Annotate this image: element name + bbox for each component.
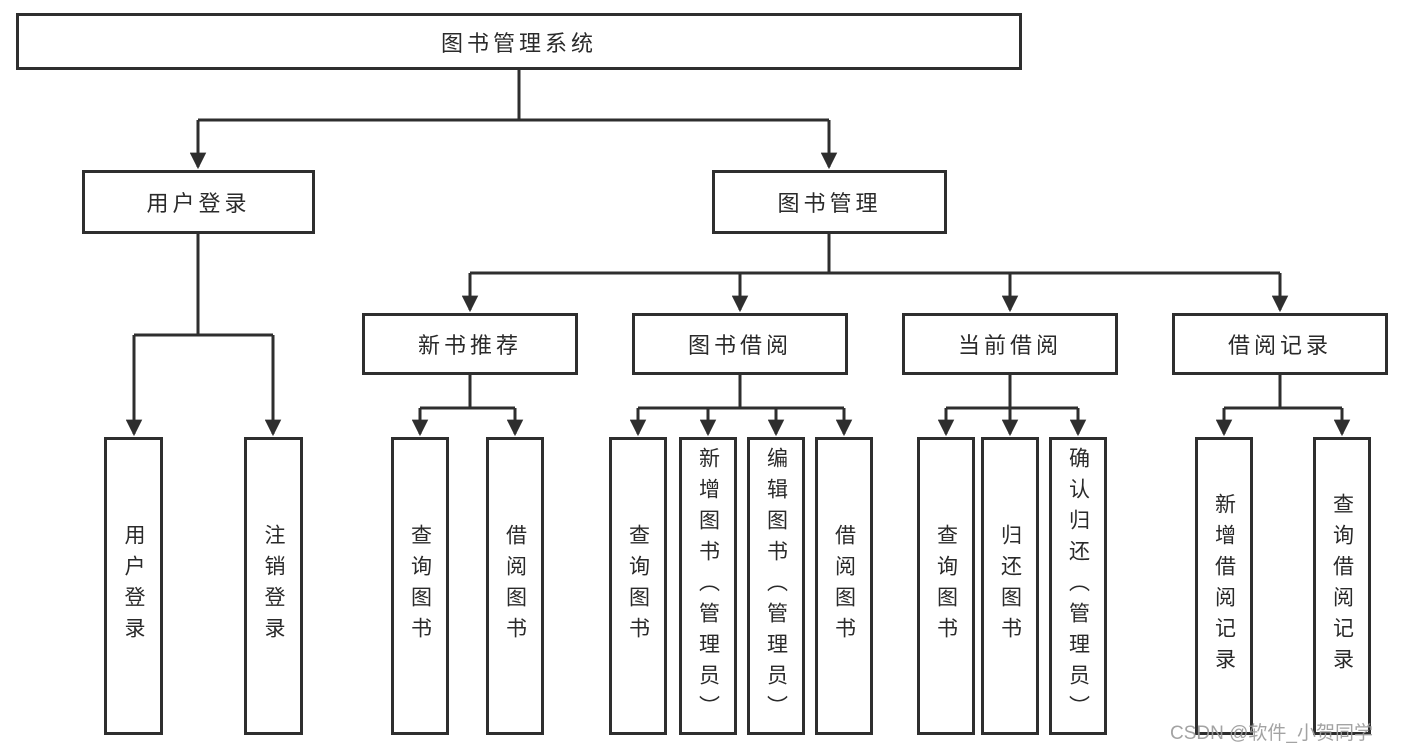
node-book-borrow: 图书借阅 bbox=[632, 313, 848, 375]
node-borrow-records: 借阅记录 bbox=[1172, 313, 1388, 375]
node-book-management: 图书管理 bbox=[712, 170, 947, 234]
leaf-confirm-return-admin: 确认归还（管理员） bbox=[1049, 437, 1107, 735]
branch-skeleton bbox=[134, 70, 1342, 410]
leaf-edit-book-admin: 编辑图书（管理员） bbox=[747, 437, 805, 735]
leaf-search-book-borrow: 查询图书 bbox=[609, 437, 667, 735]
leaf-user-login: 用户登录 bbox=[104, 437, 163, 735]
node-new-book-recommend: 新书推荐 bbox=[362, 313, 578, 375]
leaf-return-book: 归还图书 bbox=[981, 437, 1039, 735]
node-user-login: 用户登录 bbox=[82, 170, 315, 234]
leaf-search-book-current: 查询图书 bbox=[917, 437, 975, 735]
csdn-watermark: CSDN @软件_小贺同学 bbox=[1170, 723, 1373, 744]
node-current-borrow: 当前借阅 bbox=[902, 313, 1118, 375]
leaf-add-borrow-record: 新增借阅记录 bbox=[1195, 437, 1253, 735]
leaf-logout: 注销登录 bbox=[244, 437, 303, 735]
leaf-search-book-recommend: 查询图书 bbox=[391, 437, 449, 735]
leaf-add-book-admin: 新增图书（管理员） bbox=[679, 437, 737, 735]
leaf-borrow-book: 借阅图书 bbox=[815, 437, 873, 735]
node-library-management-system: 图书管理系统 bbox=[16, 13, 1022, 70]
leaf-search-borrow-record: 查询借阅记录 bbox=[1313, 437, 1371, 735]
leaf-borrow-book-recommend: 借阅图书 bbox=[486, 437, 544, 735]
